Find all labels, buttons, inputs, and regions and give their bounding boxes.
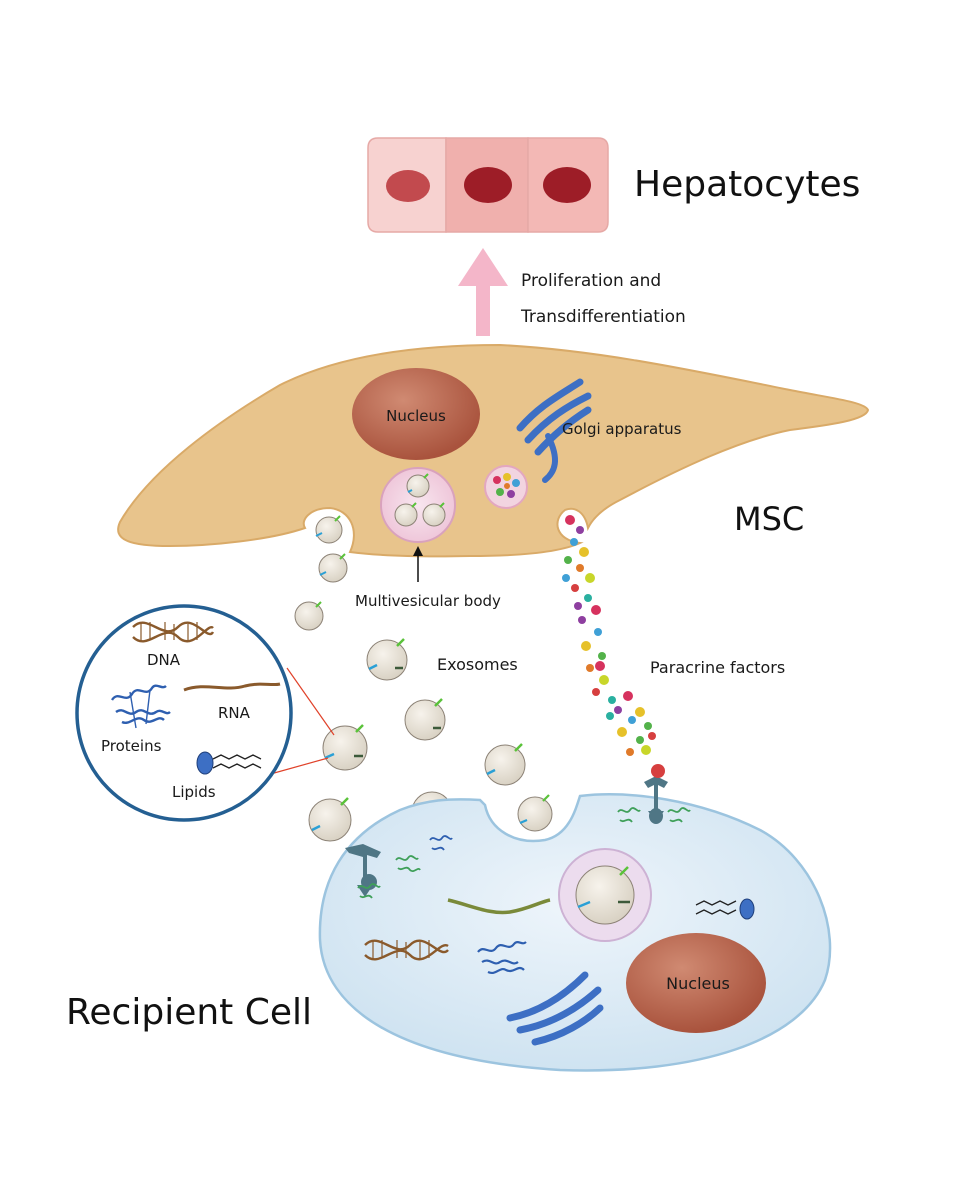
recipient-rna-icon xyxy=(447,898,551,915)
golgi-apparatus-icon xyxy=(516,378,592,483)
paracrine-factor xyxy=(570,538,578,546)
msc-membrane xyxy=(117,343,870,558)
paracrine-factor xyxy=(578,616,586,624)
recipient-nucleus xyxy=(626,933,766,1033)
paracrine-factor xyxy=(606,712,614,720)
recipient-golgi-icon xyxy=(506,971,604,1046)
mvb-label: Multivesicular body xyxy=(355,592,501,610)
arrow-shaft xyxy=(476,282,490,336)
paracrine-factor xyxy=(599,675,609,685)
exosome xyxy=(484,743,526,786)
endosome xyxy=(558,848,652,942)
multivesicular-body xyxy=(380,467,456,543)
paracrine-vesicle xyxy=(484,465,528,509)
rna-label: RNA xyxy=(218,704,251,722)
inset-connector-bottom xyxy=(266,757,329,776)
paracrine-factor xyxy=(644,722,652,730)
recipient-nucleus-label: Nucleus xyxy=(666,974,730,993)
paracrine-factor xyxy=(614,706,622,714)
paracrine-factor xyxy=(598,652,606,660)
paracrine-factor xyxy=(574,602,582,610)
paracrine-factor xyxy=(565,515,575,525)
dna-label: DNA xyxy=(147,651,181,669)
paracrine-factor xyxy=(581,641,591,651)
recipient-cell: Nucleus xyxy=(318,764,832,1072)
recipient-cell-label: Recipient Cell xyxy=(66,992,312,1033)
paracrine-factor xyxy=(608,696,616,704)
paracrine-factor xyxy=(617,727,627,737)
hepatocytes-label: Hepatocytes xyxy=(634,164,860,205)
hepatocyte-nucleus-3 xyxy=(543,167,591,203)
paracrine-factor xyxy=(648,732,656,740)
proliferation-label-line1: Proliferation and xyxy=(521,271,661,291)
paracrine-factor xyxy=(592,688,600,696)
paracrine-factor xyxy=(595,661,605,671)
mvb-exosome-1 xyxy=(406,473,430,498)
arrow-head-icon xyxy=(458,248,508,286)
proliferation-label-line2: Transdifferentiation xyxy=(520,307,686,327)
msc-cell: Nucleus Golgi apparatus xyxy=(117,343,870,558)
paracrine-factor xyxy=(626,748,634,756)
exosome xyxy=(294,601,324,631)
paracrine-factor xyxy=(576,564,584,572)
exosomes-label: Exosomes xyxy=(437,655,518,674)
msc-nucleus xyxy=(352,368,480,460)
paracrine-label: Paracrine factors xyxy=(650,658,785,677)
protein-icon xyxy=(110,684,171,729)
paracrine-factor xyxy=(584,594,592,602)
paracrine-factor-bound xyxy=(651,764,665,778)
paracrine-factor xyxy=(585,573,595,583)
exosome-entering xyxy=(517,794,553,832)
green-protein-icon xyxy=(357,807,691,899)
msc-label: MSC xyxy=(734,500,804,538)
receptor-icon xyxy=(644,776,668,824)
paracrine-factor xyxy=(635,707,645,717)
msc-nucleus-label: Nucleus xyxy=(386,407,446,425)
paracrine-factor xyxy=(641,745,651,755)
protein-small-icon xyxy=(429,835,453,851)
exosome-stream xyxy=(294,515,526,842)
exosome xyxy=(322,724,368,771)
hepatocyte-nucleus-1 xyxy=(386,170,430,202)
exosome xyxy=(404,698,446,741)
paracrine-factor xyxy=(636,736,644,744)
paracrine-factor xyxy=(564,556,572,564)
recipient-dna-icon xyxy=(364,939,449,961)
paracrine-factor xyxy=(562,574,570,582)
recipient-protein-icon xyxy=(477,941,527,974)
exosome xyxy=(366,638,408,681)
proliferation-arrow-group: Proliferation and Transdifferentiation xyxy=(458,248,686,336)
lipids-label: Lipids xyxy=(172,783,216,801)
paracrine-factor xyxy=(571,584,579,592)
exosome xyxy=(315,515,343,544)
cargo-inset: DNA RNA Proteins Lipids xyxy=(75,604,335,822)
dna-icon xyxy=(132,621,215,643)
exosome xyxy=(318,553,348,583)
rna-icon xyxy=(183,682,281,692)
hepatocyte-nucleus-2 xyxy=(464,167,512,203)
mvb-exosome-3 xyxy=(422,502,446,527)
paracrine-factor-stream xyxy=(562,515,656,756)
mvb-pointer-arrowhead-icon xyxy=(413,546,423,556)
proteins-label: Proteins xyxy=(101,737,162,755)
paracrine-factor xyxy=(623,691,633,701)
golgi-label: Golgi apparatus xyxy=(562,420,682,438)
paracrine-factor xyxy=(579,547,589,557)
paracrine-factor xyxy=(591,605,601,615)
exosome xyxy=(308,797,352,842)
inset-circle xyxy=(75,604,293,822)
paracrine-factor xyxy=(586,664,594,672)
paracrine-factor xyxy=(628,716,636,724)
hepatocytes-group: Hepatocytes xyxy=(367,137,860,233)
mvb-exosome-2 xyxy=(394,502,418,527)
paracrine-factor xyxy=(594,628,602,636)
paracrine-factor xyxy=(576,526,584,534)
inset-connector-top xyxy=(286,667,335,736)
lipid-icon xyxy=(196,751,262,775)
receptor-icon xyxy=(345,844,381,897)
recipient-lipid-icon xyxy=(695,898,755,920)
